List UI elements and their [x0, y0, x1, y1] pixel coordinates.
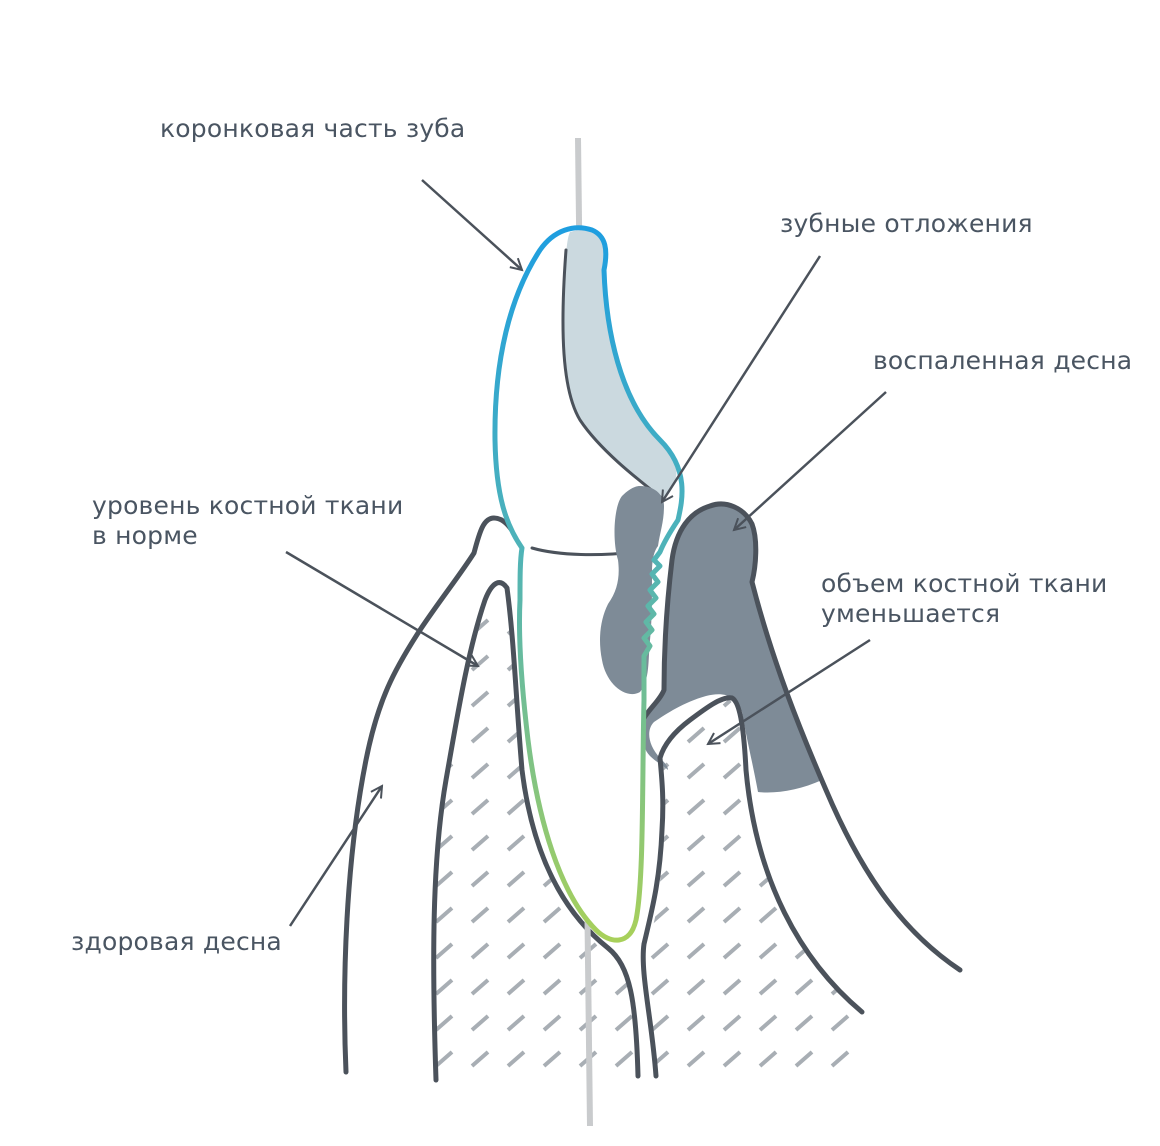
arrow-deposits [662, 255, 822, 502]
label-deposits-text: зубные отложения [780, 209, 1033, 238]
bone-crest-reduced [657, 695, 865, 1015]
bone-right-hatch [647, 697, 862, 1080]
label-healthy-gum-text: здоровая десна [71, 927, 282, 956]
label-bone-loss-line1: объем костной ткани [821, 569, 1108, 598]
label-bone-loss-line2: уменьшается [821, 599, 1001, 628]
arrow-bone-loss [708, 638, 871, 744]
inflamed-gum-shape [642, 504, 822, 793]
label-deposits: зубные отложения [780, 209, 1033, 239]
arrow-bone-normal [285, 550, 478, 668]
bone-crest-normal [431, 580, 641, 1083]
label-healthy-gum: здоровая десна [71, 927, 282, 957]
enamel-inner-line [561, 248, 666, 502]
label-inflamed-gum-text: воспаленная десна [873, 346, 1133, 375]
arrow-healthy-gum [288, 786, 382, 927]
label-bone-normal-line2: в норме [92, 521, 198, 550]
label-bone-normal: уровень костной ткани в норме [92, 491, 403, 551]
arrow-inflamed-gum [734, 391, 887, 530]
label-bone-normal-line1: уровень костной ткани [92, 491, 404, 520]
label-inflamed-gum: воспаленная десна [873, 346, 1132, 376]
label-bone-loss: объем костной ткани уменьшается [821, 569, 1107, 629]
tooth-body [494, 227, 683, 941]
tooth-outline [492, 225, 685, 943]
inflamed-gum-outline [641, 501, 963, 973]
arrow-crown [421, 179, 522, 270]
bone-right-inner [640, 755, 666, 1079]
label-crown: коронковая часть зуба [160, 114, 465, 144]
label-crown-text: коронковая часть зуба [160, 114, 466, 143]
